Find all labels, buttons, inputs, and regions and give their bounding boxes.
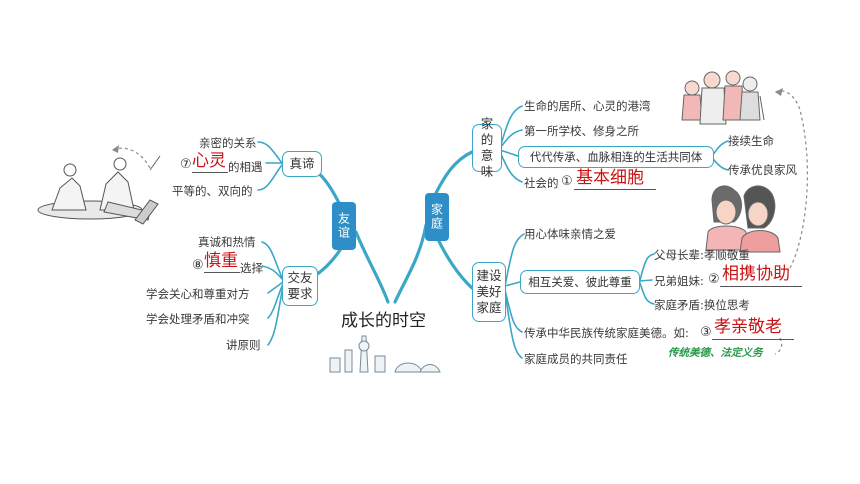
leaf-line [639, 279, 653, 282]
answer-jibenxibao: 基本细胞 [576, 168, 644, 188]
leaf-zhendi-2: 的相遇 [228, 160, 263, 174]
illustration-ancient-friends [37, 155, 161, 225]
leaf-jianshe-sub-3: 家庭矛盾:换位思考 [654, 298, 750, 312]
leaf-line [639, 282, 655, 305]
leaf-line [267, 283, 284, 319]
leaf-line [711, 140, 729, 157]
blank-underline [192, 172, 228, 173]
illustration-skyline [329, 335, 441, 373]
leaf-jiaoyou-2: 选择 [240, 261, 263, 275]
answer-shenzhong: 慎重 [204, 251, 238, 271]
branch-center-family [393, 223, 428, 304]
blank-number-7: ⑦ [180, 157, 192, 172]
node-yiwei-community: 代代传承、血脉相连的生活共同体 [518, 146, 714, 168]
arrowhead [112, 145, 119, 153]
tag-family: 家庭 [425, 193, 449, 241]
leaf-jianshe-3: 传承中华民族传统家庭美德。如: [524, 326, 689, 340]
leaf-line [504, 289, 523, 333]
leaf-line [499, 149, 519, 157]
leaf-line [711, 157, 729, 171]
illustration-mother-daughter [705, 185, 781, 253]
arrowhead [775, 88, 783, 96]
leaf-yiwei-1: 生命的居所、心灵的港湾 [524, 99, 651, 113]
branch-family-yiwei [433, 150, 474, 197]
leaf-line [504, 281, 521, 287]
blank-number-8: ⑧ [192, 258, 204, 273]
blank-underline [720, 286, 802, 287]
blank-underline [574, 189, 656, 190]
blank-number-2: ② [708, 272, 720, 287]
answer-xiangxiexiezhu: 相携协助 [722, 264, 790, 284]
leaf-jianshe-1: 用心体味亲情之爱 [524, 227, 616, 241]
leaf-yiwei-sub-2: 传承优良家风 [728, 163, 797, 177]
leaf-jianshe-sub-1: 父母长辈:孝顺敬重 [654, 248, 750, 262]
note-virtue-duty: 传统美德、法定义务 [668, 347, 763, 359]
blank-underline [204, 272, 240, 273]
leaf-jiaoyou-3: 学会关心和尊重对方 [146, 287, 250, 301]
leaf-zhendi-1: 亲密的关系 [199, 136, 257, 150]
leaf-line [639, 253, 655, 281]
answer-xinling: 心灵 [192, 151, 226, 171]
node-jiaoyou: 交友要求 [282, 266, 318, 306]
blank-underline [712, 339, 794, 340]
leaf-line [257, 164, 283, 191]
leaf-line [261, 241, 284, 281]
leaf-jiaoyou-1: 真诚和热情 [198, 235, 256, 249]
answer-xiaoqinjinglao: 孝亲敬老 [714, 317, 782, 337]
node-jianshe-mutual: 相互关爱、彼此尊重 [520, 270, 640, 294]
leaf-yiwei-2: 第一所学校、修身之所 [524, 124, 639, 138]
blank-number-3: ③ [700, 325, 712, 340]
leaf-jianshe-sub-2: 兄弟姐妹: [654, 274, 704, 288]
leaf-yiwei-sub-1: 接续生命 [728, 134, 774, 148]
tag-friendship: 友谊 [332, 202, 356, 250]
leaf-yiwei-4: 社会的 [524, 176, 559, 190]
leaf-line [504, 233, 525, 287]
illustration-family [681, 70, 765, 125]
branch-center-friendship [354, 230, 390, 304]
leaf-zhendi-3: 平等的、双向的 [172, 184, 253, 198]
branch-family-jianshe [434, 233, 474, 290]
node-jianshe: 建设美好家庭 [472, 262, 506, 322]
center-title: 成长的时空 [341, 311, 426, 331]
dashed-arrow-note [774, 337, 783, 355]
leaf-line [267, 281, 284, 294]
leaf-line [499, 105, 523, 149]
dashed-arrow-right [774, 90, 808, 269]
node-zhendi: 真谛 [282, 151, 322, 177]
leaf-line [257, 141, 283, 164]
leaf-jiaoyou-5: 讲原则 [226, 338, 261, 352]
blank-number-1: ① [561, 174, 573, 189]
leaf-line [261, 265, 284, 281]
leaf-line [267, 285, 284, 346]
leaf-line [504, 291, 523, 359]
node-yiwei: 家的意味 [472, 116, 502, 179]
leaf-jianshe-4: 家庭成员的共同责任 [524, 352, 628, 366]
leaf-jiaoyou-4: 学会处理矛盾和冲突 [146, 312, 250, 326]
